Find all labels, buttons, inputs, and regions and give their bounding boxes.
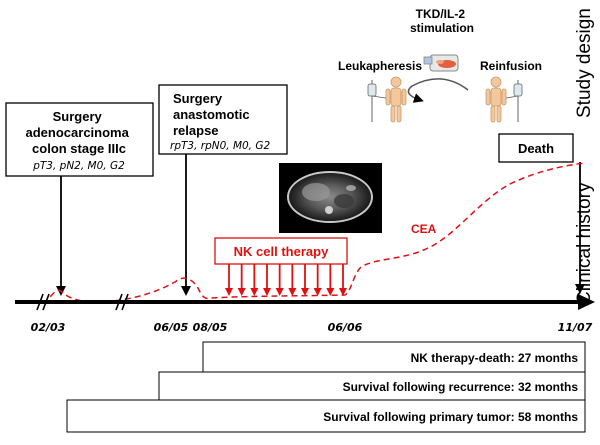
surgery-relapse-staging: rpT3, rpN0, M0, G2 (170, 140, 270, 152)
date-label: 08/05 (193, 321, 228, 334)
patient-right-icon (485, 76, 507, 123)
surgery-primary-staging: pT3, pN2, M0, G2 (32, 160, 125, 172)
iv-bag-left-icon (367, 80, 387, 122)
reinfusion-label: Reinfusion (480, 59, 542, 73)
nk-infusion-arrows (225, 264, 347, 296)
duration-primary-label: Survival following primary tumor: 58 mon… (323, 410, 578, 424)
duration-bar-primary: Survival following primary tumor: 58 mon… (66, 399, 586, 433)
surgery-primary-title: Surgery adenocarcinoma colon stage IIIc (26, 109, 133, 156)
axis-break-2 (115, 293, 129, 311)
duration-bar-nk: NK therapy-death: 27 months (202, 341, 586, 373)
surgery-primary-box: Surgery adenocarcinoma colon stage IIIc … (5, 102, 154, 177)
nk-therapy-box: NK cell therapy (214, 237, 348, 265)
cea-trend-line (41, 162, 586, 303)
iv-bag-right-icon (505, 80, 523, 122)
surgery-relapse-box: Surgery anastomotic relapse rpT3, rpN0, … (158, 84, 288, 155)
date-label: 06/05 (154, 321, 189, 334)
date-label: 06/06 (328, 321, 363, 334)
study-design-label: Study design (574, 8, 595, 118)
surgery-relapse-title: Surgery anastomotic relapse (173, 91, 253, 138)
nk-therapy-label: NK cell therapy (234, 244, 329, 259)
timeline-axis (15, 293, 595, 311)
death-box: Death (498, 133, 574, 163)
stimulation-label: TKD/IL-2 stimulation (410, 7, 474, 35)
date-label: 02/03 (31, 321, 66, 334)
procedure-illustration: TKD/IL-2 stimulation Leukapheresis Reinf… (338, 7, 542, 123)
clinical-history-label: Clinical history (574, 182, 595, 305)
patient-left-icon (385, 76, 407, 123)
leukapheresis-label: Leukapheresis (338, 59, 422, 73)
date-label: 11/07 (558, 321, 593, 334)
duration-bar-recurrence: Survival following recurrence: 32 months (158, 371, 586, 401)
axis-break-1 (36, 293, 50, 311)
duration-nk-label: NK therapy-death: 27 months (411, 351, 579, 365)
culture-flask-icon (423, 54, 459, 72)
duration-recurrence-label: Survival following recurrence: 32 months (343, 380, 579, 394)
cea-label: CEA (411, 222, 437, 236)
timeline-dates: 02/03 06/05 08/05 06/06 11/07 (31, 321, 593, 334)
death-label: Death (518, 141, 554, 156)
cycle-arrow (407, 78, 469, 103)
mri-scan-image (279, 163, 382, 233)
